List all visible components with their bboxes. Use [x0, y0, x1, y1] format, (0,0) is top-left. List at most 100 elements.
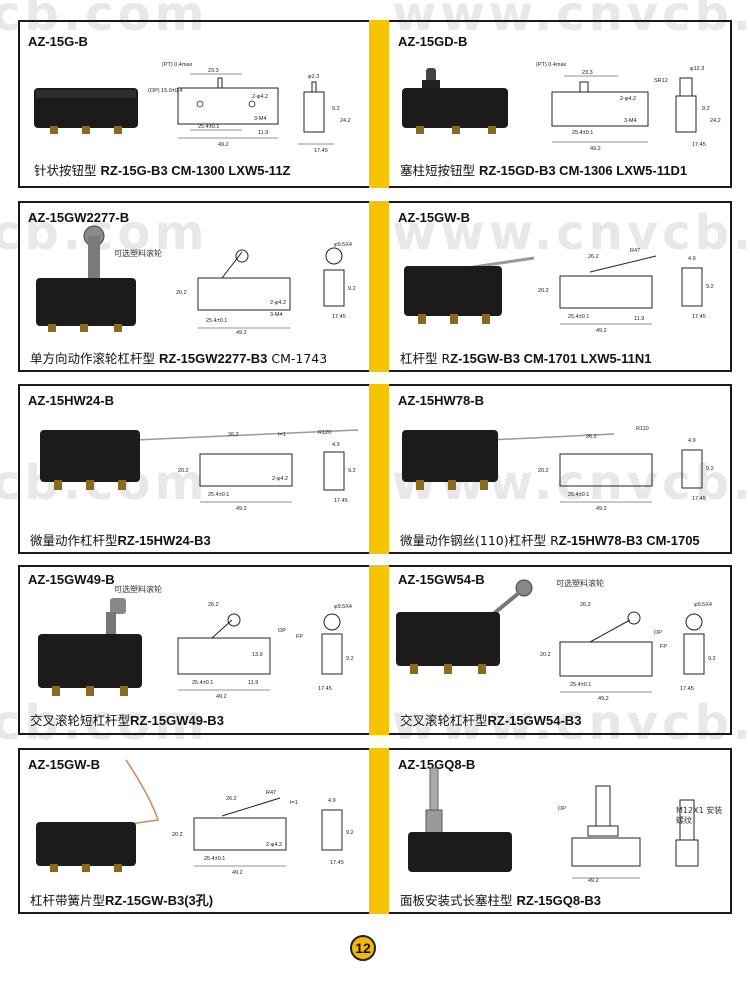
watermark: www.cnvcb.com	[392, 205, 750, 261]
dimension-drawing-front: 26.2 OP FP 13.9 25.4±0.1 49.2 11.9	[177, 602, 303, 700]
model-title: AZ-15GD-B	[398, 34, 468, 49]
product-caption: 交叉滚轮杠杆型RZ-15GW54-B3	[400, 713, 582, 728]
dim-label: SR12	[654, 78, 668, 84]
dim-label: 25.4±0.1	[198, 124, 219, 130]
model-title: AZ-15GW2277-B	[28, 210, 130, 225]
dim-label: 4.9	[688, 438, 696, 444]
product-caption: 杠杆带簧片型RZ-15GW-B3(3孔)	[30, 893, 214, 908]
model-title: AZ-15GW49-B	[28, 572, 115, 587]
dim-label: 3-M4	[624, 118, 637, 124]
dimension-drawing-front: 23.3 25.4±0.1 49.2 11.9 2-φ4.2 3-M4 (PT)…	[148, 62, 279, 148]
dim-label: 9.2	[706, 284, 714, 290]
dimension-drawing-side: 4.9 9.2 17.45	[681, 438, 714, 502]
dimension-drawing-front: 26.2 R47 25.4±0.1 49.2 20.2 11.9	[538, 248, 657, 334]
thread-note: M12X1 安装螺纹	[676, 806, 723, 825]
dimension-drawing-front: 26.2 R110 25.4±0.1 49.2 20.2	[538, 426, 653, 512]
dim-label: 26.2	[586, 434, 597, 440]
dim-label: (PT) 0.4max	[162, 62, 193, 68]
panel-divider	[369, 20, 389, 188]
roller-note: 可选塑料滚轮	[114, 249, 162, 258]
dim-label: 26.2	[208, 602, 219, 608]
dim-label: φ9.5X4	[334, 604, 352, 610]
dim-label: 26.2	[226, 796, 237, 802]
dim-label: 3-M4	[270, 312, 283, 318]
dim-label: 11.9	[634, 316, 644, 322]
dim-label: R47	[266, 790, 276, 796]
dim-label: FP	[660, 644, 667, 650]
product-photo	[402, 430, 615, 490]
product-photo	[408, 767, 512, 872]
dim-label: FP	[296, 634, 303, 640]
roller-note: 可选塑料滚轮	[556, 579, 604, 588]
dimension-drawing-front: 49.2 OP	[558, 785, 641, 884]
dim-label: 49.2	[216, 694, 227, 700]
product-photo	[396, 579, 533, 674]
model-title: AZ-15GQ8-B	[398, 757, 476, 772]
dim-label: 25.4±0.1	[192, 680, 213, 686]
dim-label: 25.4±0.1	[570, 682, 591, 688]
product-caption: 微量动作杠杆型RZ-15HW24-B3	[30, 533, 211, 548]
dim-label: R120	[318, 430, 331, 436]
dim-label: 17.45	[692, 496, 706, 502]
roller-note: 可选塑料滚轮	[114, 585, 162, 594]
dim-label: 9.2	[346, 830, 354, 836]
dim-label: 11.9	[248, 680, 258, 686]
product-caption: 针状按钮型 RZ-15G-B3 CM-1300 LXW5-11Z	[34, 163, 291, 178]
dim-label: 17.45	[332, 314, 346, 320]
dim-label: 23.3	[208, 68, 219, 74]
dimension-drawing-side: R120 4.9 9.2 17.45	[318, 430, 356, 504]
dim-label: 20.2	[178, 468, 189, 474]
product-caption: 单方向动作滚轮杠杆型 RZ-15GW2277-B3 CM-1743	[30, 351, 328, 366]
product-photo	[38, 598, 142, 696]
dim-label: 26.2	[228, 432, 239, 438]
dim-label: 9.2	[348, 286, 356, 292]
dim-label: t=1	[278, 432, 286, 438]
dim-label: 20.2	[540, 652, 551, 658]
dim-label: 49.2	[236, 506, 247, 512]
dim-label: 49.2	[588, 878, 599, 884]
product-photo	[402, 68, 508, 134]
dimension-drawing-side: φ12.3 SR12 9.2 24.2 17.45	[654, 66, 721, 148]
dim-label: φ9.5X4	[694, 602, 712, 608]
dim-label: 25.4±0.1	[208, 492, 229, 498]
dim-label: 24.2	[710, 118, 721, 124]
dim-label: R47	[630, 248, 640, 254]
dim-label: 9.2	[332, 106, 340, 112]
panel-divider	[369, 565, 389, 735]
dim-label: 49.2	[598, 696, 609, 702]
dim-label: 20.2	[172, 832, 183, 838]
dim-label: φ12.3	[690, 66, 704, 72]
dim-label: 9.2	[706, 466, 714, 472]
model-title: AZ-15GW54-B	[398, 572, 485, 587]
product-photo	[40, 429, 359, 490]
product-caption: 塞柱短按钮型 RZ-15GD-B3 CM-1306 LXW5-11D1	[400, 163, 688, 178]
dimension-drawing-side	[675, 799, 699, 867]
dim-label: 49.2	[232, 870, 243, 876]
dim-label: 17.45	[318, 686, 332, 692]
dim-label: φ9.5X4	[334, 242, 352, 248]
dim-label: 26.2	[588, 254, 599, 260]
model-title: AZ-15HW78-B	[398, 393, 484, 408]
dim-label: 49.2	[218, 142, 229, 148]
dim-label: 20.2	[538, 468, 549, 474]
dim-label: 2-φ4.2	[272, 476, 288, 482]
model-title: AZ-15GW-B	[28, 757, 100, 772]
dim-label: 4.9	[688, 256, 696, 262]
dim-label: 49.2	[596, 328, 607, 334]
dim-label: 17.45	[692, 314, 706, 320]
product-caption: 杠杆型 RZ-15GW-B3 CM-1701 LXW5-11N1	[400, 351, 652, 366]
product-photo	[34, 88, 138, 134]
panel-divider	[369, 201, 389, 372]
dimension-drawing-front: 23.3 25.4±0.1 49.2 2-φ4.2 3-M4 (PT) 0.4m…	[536, 62, 649, 152]
dimension-drawing-side: φ2.3 9.2 24.2 17.45	[298, 74, 351, 154]
dim-label: 17.45	[692, 142, 706, 148]
product-caption: 交叉滚轮短杠杆型RZ-15GW49-B3	[30, 713, 224, 728]
dimension-drawing-side: φ9.5X4 9.2 17.45	[680, 602, 716, 692]
dimension-drawing-side: 4.9 9.2 17.45	[681, 256, 714, 320]
dim-label: 3-M4	[254, 116, 267, 122]
dim-label: 17.45	[680, 686, 694, 692]
dim-label: 17.45	[314, 148, 328, 154]
panel-divider	[369, 748, 389, 914]
dim-label: 23.3	[582, 70, 593, 76]
page-number: 12	[350, 935, 376, 961]
